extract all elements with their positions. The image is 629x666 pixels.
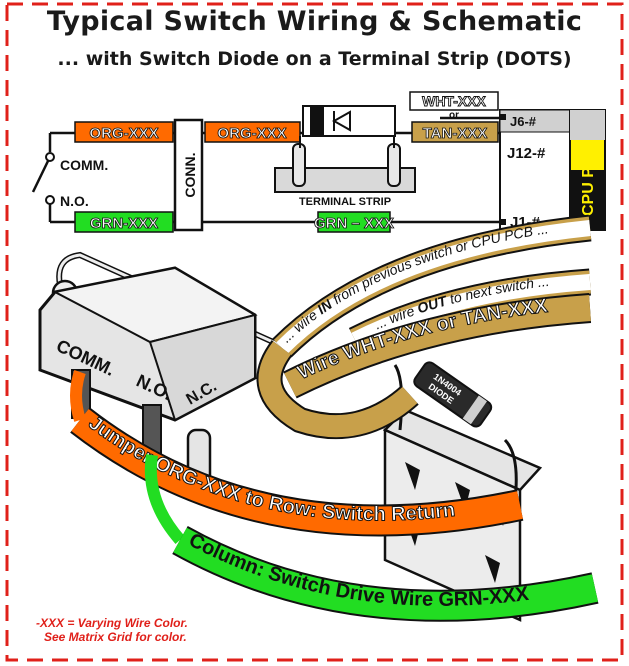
j6-label: J6-# <box>510 114 537 129</box>
comm-label: COMM. <box>60 157 108 173</box>
wire-tan-label: TAN-XXX <box>423 125 488 142</box>
wire-org-left-label: ORG-XXX <box>89 125 158 142</box>
illustration: COMM. N.O. N.C. 1N4004 DIODE <box>38 220 595 622</box>
j12-label: J12-# <box>507 145 546 162</box>
wire-grn-mid-label: GRN – XXX <box>314 215 394 232</box>
diagram-title: Typical Switch Wiring & Schematic <box>46 6 583 37</box>
wire-grn-left-label: GRN-XXX <box>90 215 158 232</box>
note-line1: -XXX = Varying Wire Color. <box>36 616 188 630</box>
schematic: COMM. N.O. ORG-XXX GRN-XXX CONN. ORG-XXX… <box>31 91 606 233</box>
switch-lever <box>31 160 50 193</box>
no-label: N.O. <box>60 193 89 209</box>
wire-wht-label: WHT-XXX <box>422 93 486 109</box>
diagram-subtitle: ... with Switch Diode on a Terminal Stri… <box>57 48 572 70</box>
cpu-pcb-label: CPU PCB <box>580 144 597 216</box>
note-line2: See Matrix Grid for color. <box>44 630 187 644</box>
diode-illustration: 1N4004 DIODE <box>413 361 493 428</box>
wire-or-label: or <box>449 110 459 121</box>
wire-org-right-label: ORG-XXX <box>217 125 286 142</box>
terminal-strip-label: TERMINAL STRIP <box>299 196 391 208</box>
switch-contact-comm <box>45 152 55 162</box>
conn-label: CONN. <box>182 152 198 197</box>
switch-contact-no <box>45 195 55 205</box>
connector-box <box>173 118 204 232</box>
